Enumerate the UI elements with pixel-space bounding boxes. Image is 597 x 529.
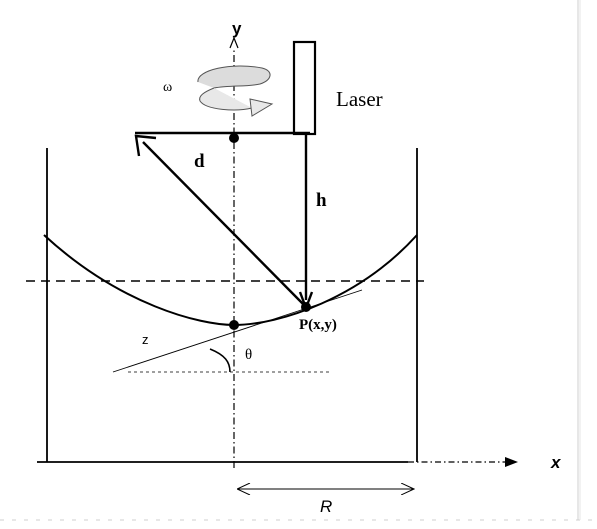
y-axis-arrowhead: [229, 36, 239, 49]
y-axis-label: y: [232, 19, 242, 38]
laser-label: Laser: [336, 87, 383, 111]
omega-label: ω: [163, 80, 172, 95]
point-p-label: P(x,y): [299, 317, 337, 333]
axis-top-point: [229, 133, 239, 143]
paraboloid-surface: [43, 234, 418, 327]
z-label: z: [142, 332, 149, 347]
theta-label: θ: [245, 347, 252, 363]
radius-label: R: [320, 497, 332, 516]
point-p: [301, 302, 311, 312]
reflected-beam-d: [142, 141, 307, 308]
x-axis-label: x: [550, 453, 562, 472]
h-label: h: [316, 190, 327, 211]
tangent-line: [112, 289, 363, 373]
d-label: d: [194, 151, 205, 172]
reflected-beam-arrowhead: [134, 134, 157, 157]
theta-angle-arc: [209, 348, 231, 373]
x-axis-arrowhead: [505, 457, 518, 467]
laser-device: [292, 40, 317, 136]
rotation-arrow-icon: [197, 65, 274, 117]
vertex-point: [229, 320, 239, 330]
